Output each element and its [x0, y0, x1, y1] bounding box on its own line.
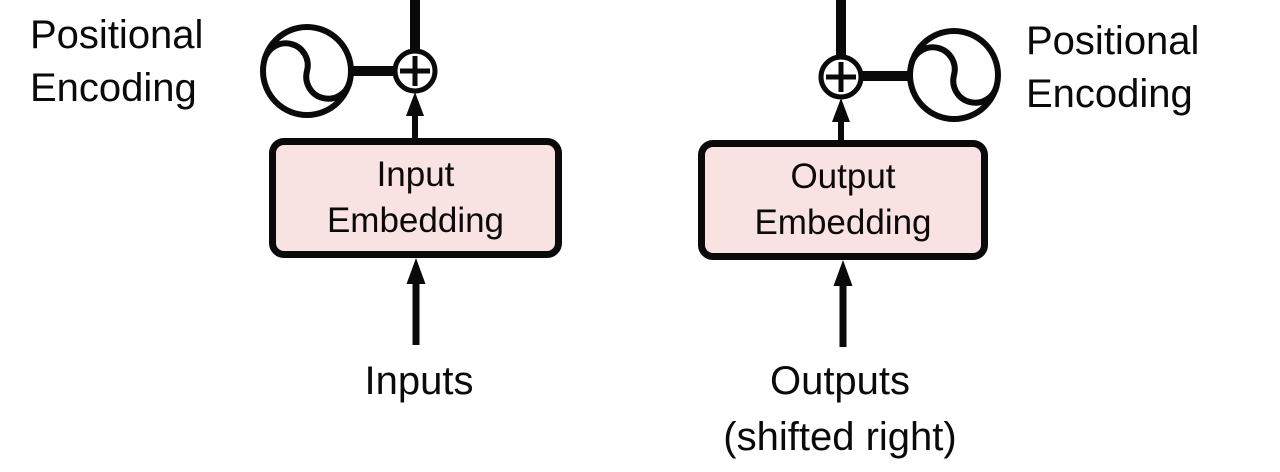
pe-left-line1: Positional: [30, 13, 204, 57]
input-embedding-label-line1: Input: [376, 155, 455, 194]
outputs-label-line2: (shifted right): [723, 415, 957, 459]
right-plus-circle-icon: [818, 54, 864, 100]
pe-right-line1: Positional: [1026, 19, 1200, 63]
left-embedding-to-add-arrow: [406, 92, 424, 138]
positional-encoding-label-right: Positional Encoding: [1026, 15, 1199, 121]
pe-left-line2: Encoding: [30, 66, 197, 110]
arrow-head: [833, 260, 853, 286]
output-embedding-label-line2: Embedding: [754, 203, 932, 242]
left-inputs-arrow: [406, 258, 426, 345]
sine-curve: [908, 44, 1000, 106]
outputs-label-line1: Outputs: [769, 359, 911, 403]
input-embedding-box: Input Embedding: [269, 138, 562, 258]
arrow-head: [406, 92, 424, 116]
output-embedding-label-line1: Output: [790, 157, 896, 196]
left-sine-wave-icon: [260, 24, 354, 118]
input-embedding-label-line2: Embedding: [326, 201, 505, 240]
positional-encoding-label-left: Positional Encoding: [30, 9, 203, 115]
output-embedding-box: Output Embedding: [698, 140, 988, 260]
left-plus-circle-icon: [392, 48, 438, 94]
right-embedding-to-add-arrow: [832, 98, 850, 140]
arrow-head: [406, 258, 426, 284]
outputs-label: Outputs (shifted right): [723, 353, 956, 465]
inputs-label: Inputs: [364, 359, 474, 403]
arrow-head: [832, 98, 850, 122]
right-sine-wave-icon: [907, 28, 1001, 122]
sine-curve: [261, 40, 353, 102]
pe-right-line2: Encoding: [1026, 72, 1193, 116]
right-outputs-arrow: [833, 260, 853, 347]
